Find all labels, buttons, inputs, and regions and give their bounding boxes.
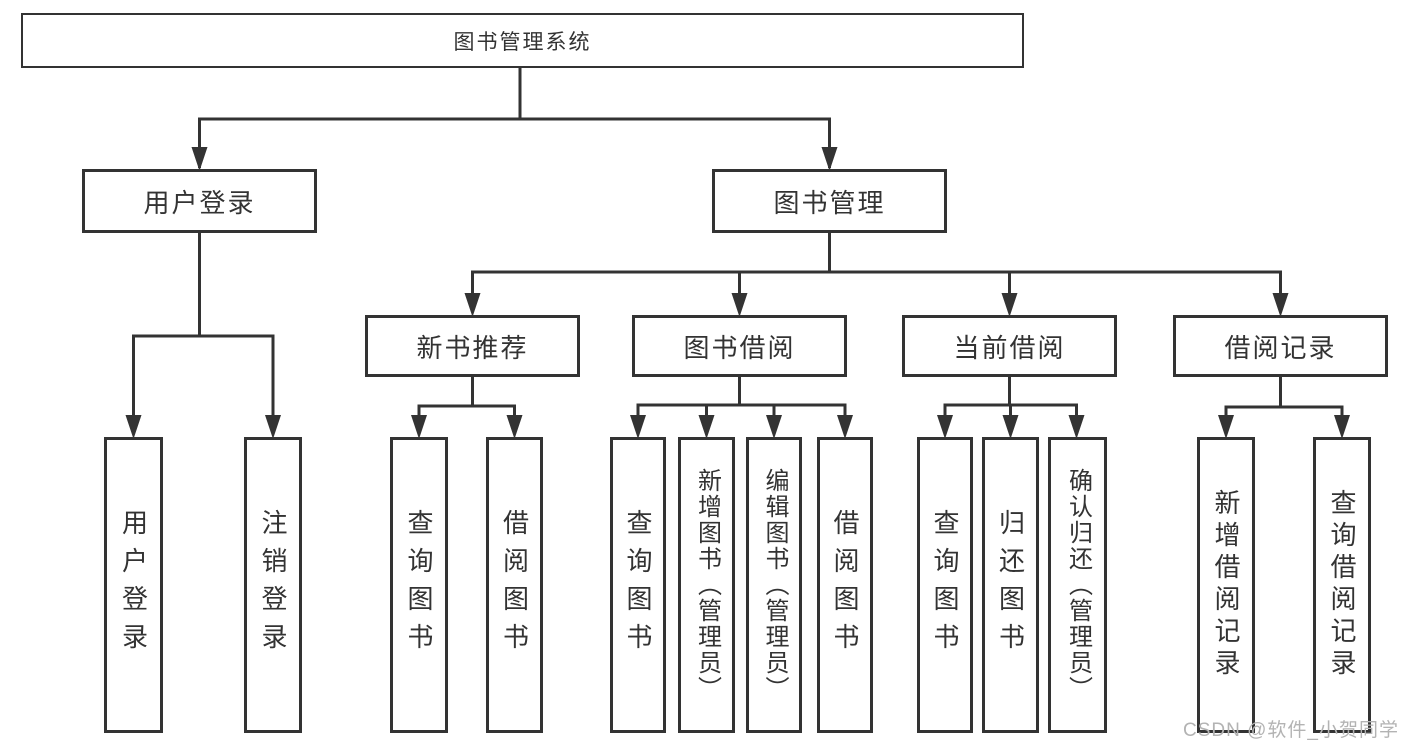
leaf-return-books: 归还图书 [982,437,1039,733]
leaf-query-books-recommend: 查询图书 [390,437,448,733]
node-book-management: 图书管理 [712,169,947,233]
arrowheads [125,147,1350,439]
node-library-system: 图书管理系统 [21,13,1024,68]
csdn-watermark: CSDN @软件_小贺同学 [1183,720,1399,741]
node-user-login: 用户登录 [82,169,317,233]
leaf-add-book-admin: 新增图书（管理员） [678,437,735,733]
leaf-user-login: 用户登录 [104,437,163,733]
node-current-borrowing: 当前借阅 [902,315,1117,377]
node-book-borrowing: 图书借阅 [632,315,847,377]
leaf-query-books-current: 查询图书 [917,437,973,733]
leaf-borrow-books-borrowing: 借阅图书 [817,437,873,733]
leaf-confirm-return-admin: 确认归还（管理员） [1048,437,1107,733]
leaf-edit-book-admin: 编辑图书（管理员） [746,437,802,733]
leaf-add-borrow-record: 新增借阅记录 [1197,437,1255,733]
leaf-logout-login: 注销登录 [244,437,302,733]
leaf-borrow-books-recommend: 借阅图书 [486,437,543,733]
node-new-book-recommend: 新书推荐 [365,315,580,377]
node-borrowing-records: 借阅记录 [1173,315,1388,377]
leaf-query-books-borrowing: 查询图书 [610,437,666,733]
leaf-query-borrow-record: 查询借阅记录 [1313,437,1371,733]
